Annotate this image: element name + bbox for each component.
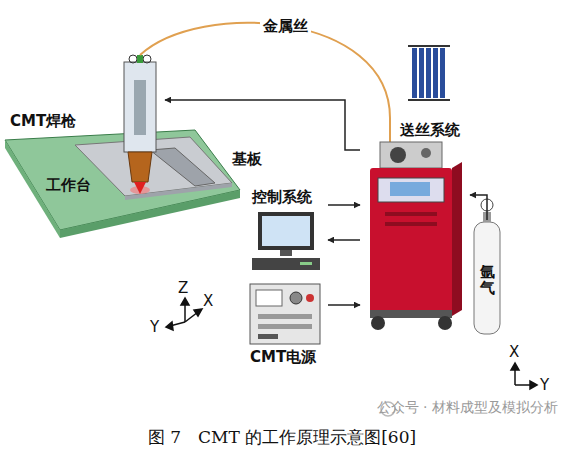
part-label: 控制系统 xyxy=(252,188,312,206)
welding-torch-part xyxy=(134,182,146,194)
power-source-box: CMT电源 xyxy=(242,280,328,370)
axis-triad-right-part xyxy=(511,363,519,370)
axis-label: Y xyxy=(150,318,159,336)
signal-arrow xyxy=(328,204,360,206)
part-label: CMT焊枪 xyxy=(10,112,76,130)
welding-machine-part xyxy=(452,162,462,316)
welding-machine-part xyxy=(371,316,385,330)
axis-triad-right-part xyxy=(530,381,537,389)
computer-part xyxy=(252,258,320,270)
axis-label: X xyxy=(509,343,519,361)
axis-triad-left-part xyxy=(194,309,202,316)
welding-torch-part xyxy=(143,55,151,63)
wire-spool-part xyxy=(426,48,431,98)
welding-torch-part xyxy=(134,80,146,135)
gas-cylinder-box: 氩气 xyxy=(472,220,502,340)
control-system-box: 控制系统 xyxy=(248,186,328,274)
power-source-part xyxy=(256,290,282,306)
wire-feeder-box: 送丝系统 xyxy=(360,118,470,333)
wire-spool xyxy=(408,46,450,100)
part-label: 基板 xyxy=(232,150,262,168)
power-source xyxy=(250,284,320,344)
welding-machine-part xyxy=(370,310,452,318)
part-label: CMT电源 xyxy=(250,348,316,366)
welding-machine-part xyxy=(421,148,431,158)
power-source-part xyxy=(306,294,314,302)
signal-arrow xyxy=(165,100,360,150)
welding-torch-part xyxy=(137,55,143,63)
wire-label: 金属丝 xyxy=(260,17,311,35)
welding-torch-part xyxy=(128,152,152,182)
welding-machine xyxy=(370,142,462,330)
worktable-part xyxy=(60,190,240,238)
signal-arrow xyxy=(470,195,487,220)
computer-part xyxy=(262,216,310,246)
axis-label: Z xyxy=(178,279,188,297)
wire-spool-part xyxy=(433,48,438,98)
substrate-label-box: 基板 xyxy=(230,148,266,172)
gas-cylinder-part xyxy=(474,222,500,334)
signal-arrow xyxy=(328,239,360,241)
welding-machine-part xyxy=(390,182,430,196)
welding-machine-part xyxy=(378,178,444,202)
figure-caption: 图 7 CMT 的工作原理示意图[60] xyxy=(148,426,416,449)
power-source-part xyxy=(258,314,312,319)
worktable xyxy=(5,130,240,238)
power-source-part xyxy=(258,324,312,329)
welding-machine-part xyxy=(370,168,452,314)
torch-label-box: CMT焊枪 xyxy=(8,55,165,150)
welding-torch xyxy=(124,55,156,194)
axis-triad-left-part xyxy=(181,298,189,305)
substrate-plate-part xyxy=(150,148,215,186)
part-label: 工作台 xyxy=(46,176,91,194)
computer-part xyxy=(300,262,312,265)
axis-label: X xyxy=(203,292,213,310)
welding-machine-part xyxy=(385,222,437,226)
axis-label: Y xyxy=(540,376,549,394)
computer-part xyxy=(280,250,292,256)
part-label: 送丝系统 xyxy=(400,121,460,139)
part-label: 氩气 xyxy=(480,264,495,297)
welding-torch-part xyxy=(129,55,137,63)
wire-spool-part xyxy=(408,45,450,47)
power-source-part xyxy=(258,334,278,339)
welding-machine-part xyxy=(380,142,442,168)
wire-spool-part xyxy=(408,99,450,101)
welding-machine-part xyxy=(385,212,437,216)
substrate-plate-part xyxy=(125,183,232,200)
wire-spool-part xyxy=(419,48,424,98)
watermark: 公众号 · 材料成型及模拟分析 xyxy=(377,399,558,416)
welding-machine-part xyxy=(390,147,406,163)
welding-torch-part xyxy=(124,62,156,152)
axis-triad-right xyxy=(511,363,537,389)
computer xyxy=(252,212,320,270)
wire-spool-part xyxy=(412,48,417,98)
signal-arrow xyxy=(328,304,360,306)
welding-machine-part xyxy=(438,316,452,330)
computer-part xyxy=(258,212,314,250)
power-source-part xyxy=(250,284,320,344)
axis-triad-left-part xyxy=(166,322,173,330)
axis-triad-left xyxy=(166,298,202,330)
wire-line xyxy=(140,23,390,118)
wire-spool-part xyxy=(440,48,445,98)
power-source-part xyxy=(290,292,302,304)
worktable-part xyxy=(5,130,240,230)
table-label-box: 工作台 xyxy=(44,174,95,198)
